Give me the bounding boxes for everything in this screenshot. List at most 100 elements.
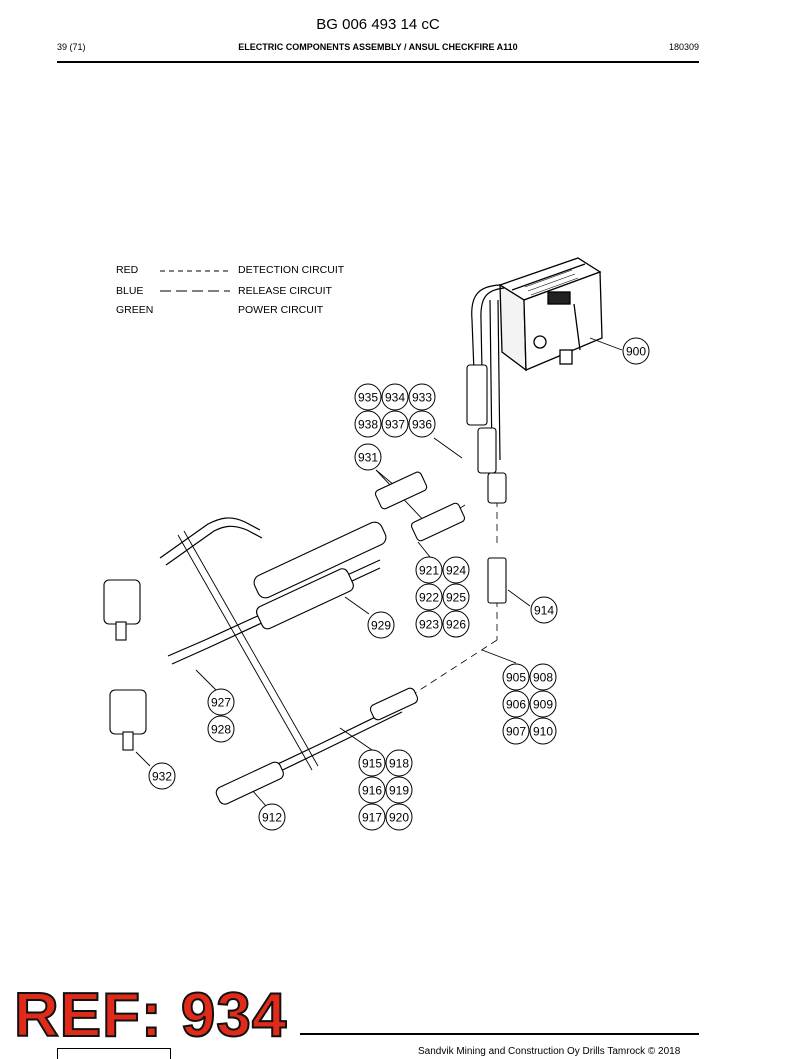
callout-circle — [358, 803, 386, 831]
callout-circle — [415, 610, 443, 638]
callout-circle — [415, 583, 443, 611]
legend-blue-label: BLUE — [116, 285, 144, 297]
callout-938: 938 — [354, 410, 382, 438]
callout-920: 920 — [385, 803, 413, 831]
callout-circle — [502, 690, 530, 718]
page-count: 39 (71) — [57, 42, 86, 52]
callout-circle — [529, 690, 557, 718]
footer-copyright: Sandvik Mining and Construction Oy Drill… — [418, 1046, 681, 1057]
callout-label: 922 — [419, 591, 439, 605]
callout-923: 923 — [415, 610, 443, 638]
callout-circle — [442, 556, 470, 584]
document-number: BG 006 493 14 cC — [316, 16, 440, 33]
callout-925: 925 — [442, 583, 470, 611]
legend-power-circuit: POWER CIRCUIT — [238, 304, 324, 316]
callout-917: 917 — [358, 803, 386, 831]
callout-label: 916 — [362, 784, 382, 798]
callout-label: 900 — [626, 345, 646, 359]
control-module — [498, 257, 603, 372]
callout-circle — [354, 443, 382, 471]
header-rule — [57, 61, 699, 63]
document-title: ELECTRIC COMPONENTS ASSEMBLY / ANSUL CHE… — [238, 42, 518, 52]
callout-label: 907 — [506, 725, 526, 739]
callout-circle — [358, 749, 386, 777]
callout-905: 905 — [502, 663, 530, 691]
legend-red-label: RED — [116, 264, 139, 276]
callout-900: 900 — [622, 337, 650, 365]
callout-922: 922 — [415, 583, 443, 611]
callout-label: 923 — [419, 618, 439, 632]
callout-label: 908 — [533, 671, 553, 685]
callout-circle — [354, 383, 382, 411]
callout-circle — [148, 762, 176, 790]
callout-label: 924 — [446, 564, 466, 578]
callout-circle — [529, 717, 557, 745]
callout-912: 912 — [258, 803, 286, 831]
callout-label: 934 — [385, 391, 405, 405]
callout-929: 929 — [367, 611, 395, 639]
callout-934: 934 — [381, 383, 409, 411]
callout-circle — [530, 596, 558, 624]
callout-label: 910 — [533, 725, 553, 739]
callout-circle — [385, 803, 413, 831]
callout-936: 936 — [408, 410, 436, 438]
legend-release-circuit: RELEASE CIRCUIT — [238, 285, 332, 297]
callout-circle — [408, 383, 436, 411]
callout-circle — [381, 410, 409, 438]
document-date: 180309 — [668, 42, 699, 52]
footer-rule — [300, 1033, 699, 1035]
callout-928: 928 — [207, 715, 235, 743]
callout-909: 909 — [529, 690, 557, 718]
callout-924: 924 — [442, 556, 470, 584]
callout-label: 925 — [446, 591, 466, 605]
callout-label: 937 — [385, 418, 405, 432]
callout-label: 936 — [412, 418, 432, 432]
callout-910: 910 — [529, 717, 557, 745]
callout-918: 918 — [385, 749, 413, 777]
callout-label: 906 — [506, 698, 526, 712]
callout-933: 933 — [408, 383, 436, 411]
callout-circle — [207, 715, 235, 743]
callout-circle — [529, 663, 557, 691]
callout-label: 921 — [419, 564, 439, 578]
callout-circle — [622, 337, 650, 365]
callout-906: 906 — [502, 690, 530, 718]
callout-label: 931 — [358, 451, 378, 465]
leader-lines — [135, 337, 623, 807]
callout-label: 929 — [371, 619, 391, 633]
legend-detection-circuit: DETECTION CIRCUIT — [238, 264, 345, 276]
callout-circle — [385, 749, 413, 777]
callout-label: 926 — [446, 618, 466, 632]
callout-label: 918 — [389, 757, 409, 771]
callout-label: 928 — [211, 723, 231, 737]
callout-circle — [381, 383, 409, 411]
callout-907: 907 — [502, 717, 530, 745]
callout-circle — [385, 776, 413, 804]
callout-circle — [442, 583, 470, 611]
callout-label: 927 — [211, 696, 231, 710]
callout-circle — [367, 611, 395, 639]
callout-926: 926 — [442, 610, 470, 638]
callout-935: 935 — [354, 383, 382, 411]
callout-label: 932 — [152, 770, 172, 784]
callout-circle — [502, 717, 530, 745]
callout-label: 938 — [358, 418, 378, 432]
callout-circle — [415, 556, 443, 584]
callout-circle — [207, 688, 235, 716]
callout-921: 921 — [415, 556, 443, 584]
callout-circle — [408, 410, 436, 438]
callout-label: 909 — [533, 698, 553, 712]
callout-label: 912 — [262, 811, 282, 825]
callout-914: 914 — [530, 596, 558, 624]
callout-927: 927 — [207, 688, 235, 716]
footer-logo — [57, 1048, 171, 1059]
reference-stamp: REF: 934 — [13, 981, 288, 1050]
callout-label: 917 — [362, 811, 382, 825]
callout-circle — [442, 610, 470, 638]
callout-937: 937 — [381, 410, 409, 438]
callout-circle — [358, 776, 386, 804]
callout-circle — [502, 663, 530, 691]
callout-circle — [354, 410, 382, 438]
